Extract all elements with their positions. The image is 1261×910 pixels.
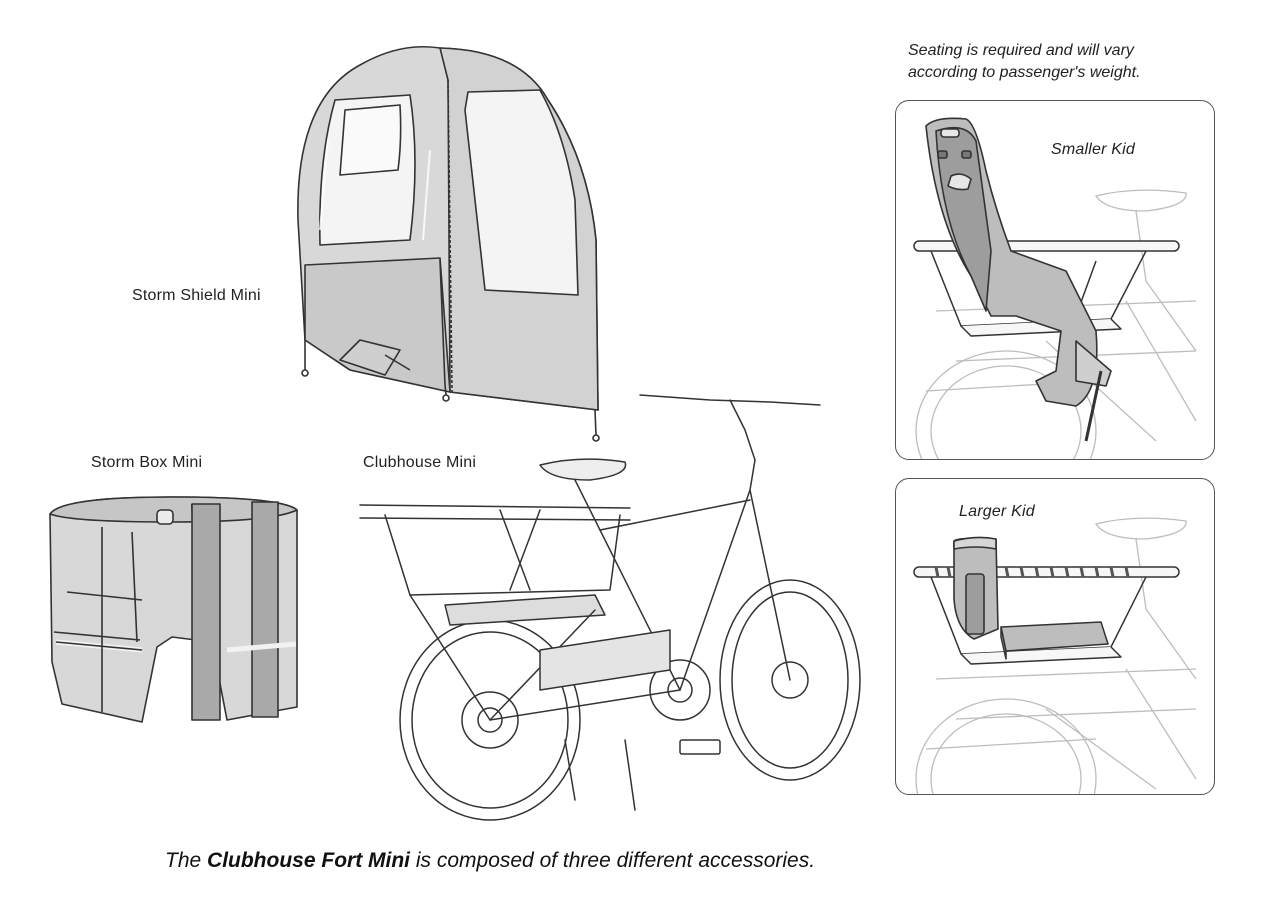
storm-shield-illustration [297,45,600,442]
seating-note: Seating is required and will vary accord… [908,40,1141,84]
clubhouse-mini-label: Clubhouse Mini [363,454,477,471]
caption-prefix: The [165,849,208,872]
caption-suffix: is composed of three different accessori… [410,849,816,872]
storm-box-mini-label: Storm Box Mini [91,454,203,471]
larger-kid-panel: Larger Kid [895,478,1215,795]
storm-box-illustration [49,496,298,723]
smaller-kid-label: Smaller Kid [1051,141,1136,158]
storm-shield-mini-label: Storm Shield Mini [132,287,261,304]
larger-kid-seat-illustration [913,517,1197,794]
smaller-kid-panel: Smaller Kid [895,100,1215,460]
clubhouse-bike-illustration [359,394,861,821]
seating-note-line2: according to passenger's weight. [908,64,1141,81]
caption: The Clubhouse Fort Mini is composed of t… [165,849,815,873]
larger-kid-label: Larger Kid [959,503,1035,520]
seating-note-line1: Seating is required and will vary [908,42,1134,59]
smaller-kid-seat-illustration [913,117,1197,459]
caption-product-name: Clubhouse Fort Mini [207,849,411,872]
